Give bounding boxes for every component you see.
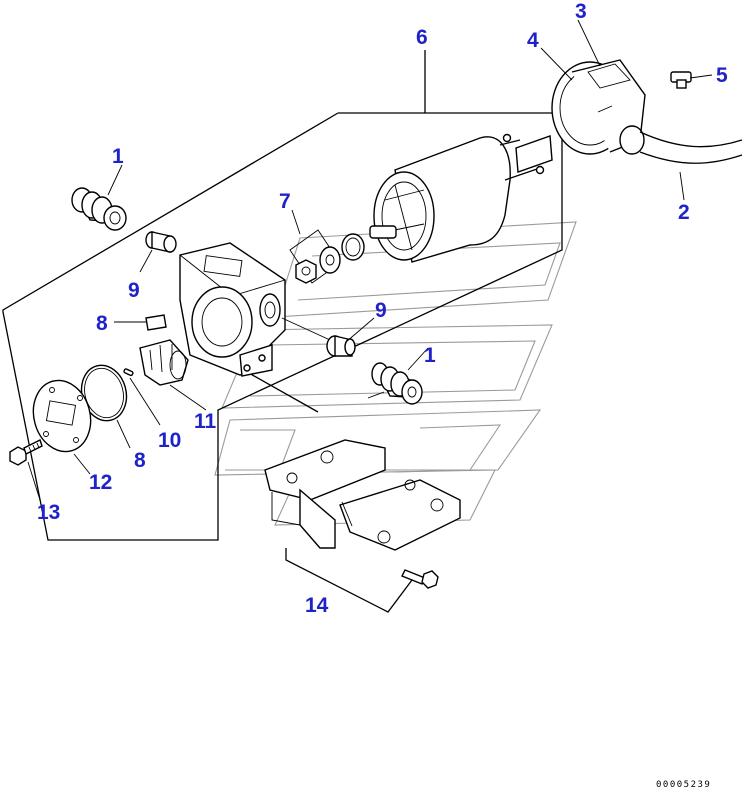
callout-3: 3 bbox=[575, 0, 587, 23]
group-outline-6 bbox=[2, 50, 563, 541]
bushing-part-1-upper bbox=[71, 187, 127, 231]
callout-6: 6 bbox=[416, 26, 428, 49]
bushing-part-1-lower bbox=[367, 362, 423, 405]
callout-13: 13 bbox=[37, 501, 60, 524]
sleeve-part-9-upper bbox=[145, 231, 177, 253]
group-outline-14 bbox=[285, 548, 413, 613]
sleeve-part-9-right bbox=[281, 317, 356, 357]
callout-1-lower: 1 bbox=[424, 344, 436, 367]
callout-labels: 1 1 2 3 4 5 6 7 8 8 9 9 10 11 12 13 14 bbox=[37, 0, 728, 617]
washers-part-7 bbox=[289, 229, 365, 284]
reference-code: 00005239 bbox=[656, 780, 711, 790]
callout-9-right: 9 bbox=[375, 299, 387, 322]
callout-8-upper: 8 bbox=[96, 312, 108, 335]
gauge-part-3-4 bbox=[551, 59, 743, 164]
callout-11: 11 bbox=[194, 410, 217, 433]
callout-9-upper: 9 bbox=[128, 279, 140, 302]
leader-lines bbox=[27, 19, 713, 501]
callout-5: 5 bbox=[716, 64, 728, 87]
callout-1-upper: 1 bbox=[112, 145, 124, 168]
gasket-part-8-upper bbox=[145, 314, 167, 331]
pin-part-10 bbox=[123, 368, 134, 377]
bolt-part-13 bbox=[9, 439, 43, 466]
cover-part-12 bbox=[32, 379, 92, 453]
callout-2: 2 bbox=[678, 201, 690, 224]
bracket-part-14 bbox=[264, 439, 461, 589]
callout-4: 4 bbox=[527, 29, 539, 52]
pump-housing bbox=[179, 242, 286, 377]
callout-7: 7 bbox=[279, 190, 291, 213]
callout-12: 12 bbox=[89, 471, 112, 494]
motor-part-6 bbox=[369, 133, 553, 263]
callout-10: 10 bbox=[158, 429, 181, 452]
callout-14: 14 bbox=[305, 594, 329, 617]
fitting-part-5 bbox=[670, 71, 692, 89]
callout-8-lower: 8 bbox=[134, 449, 146, 472]
coupling-part-11 bbox=[139, 339, 189, 386]
